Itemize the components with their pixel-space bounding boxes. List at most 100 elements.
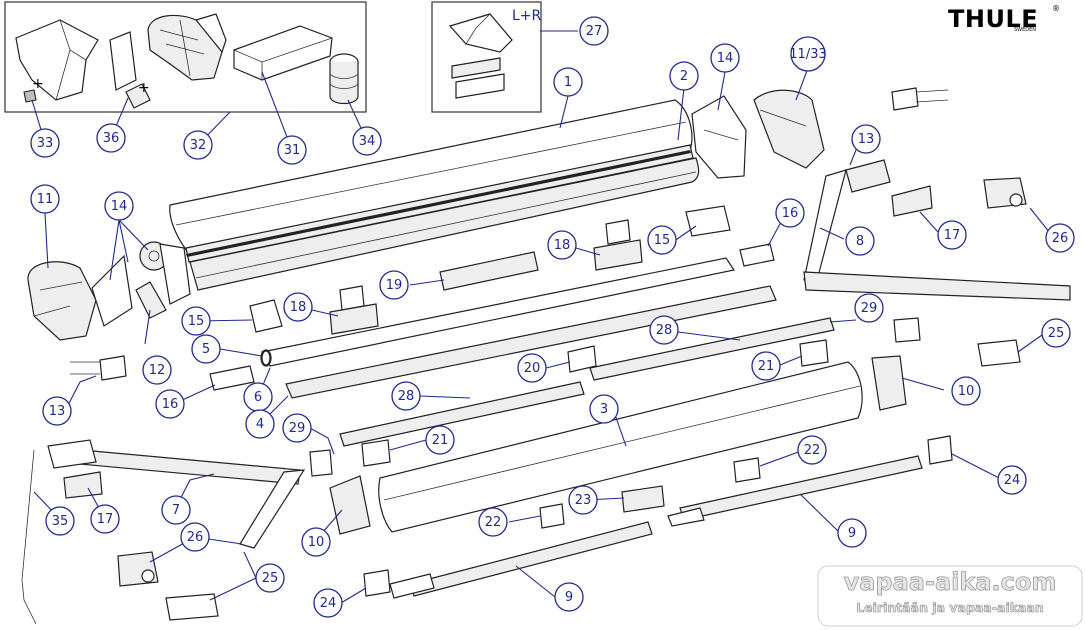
callout-c28b: 28 <box>391 381 421 411</box>
bracket-18-left <box>329 285 379 335</box>
callout-circle <box>1045 223 1075 253</box>
callout-circle <box>589 394 619 424</box>
callout-c5: 5 <box>191 334 221 364</box>
callout-number: 22 <box>485 515 502 530</box>
callout-circle <box>180 522 210 552</box>
callout-circle <box>155 389 185 419</box>
callout-number: 16 <box>162 397 179 412</box>
callout-number: 33 <box>37 136 54 151</box>
ring-5 <box>261 350 271 366</box>
callout-c16b: 16 <box>155 389 185 419</box>
arm-8 <box>803 159 1071 301</box>
callout-c20: 20 <box>517 353 547 383</box>
callout-c17a: 17 <box>937 220 967 250</box>
callout-number: 12 <box>149 363 166 378</box>
watermark: vapaa-aika.com Leirintään ja vapaa-aikaa… <box>817 565 1083 627</box>
callout-circle <box>669 61 699 91</box>
end-29-right <box>893 317 921 343</box>
svg-text:+: + <box>138 80 150 96</box>
end-hood-11 <box>27 261 97 341</box>
callout-number: 4 <box>256 417 264 432</box>
callout-circle <box>301 527 331 557</box>
callout-c32: 32 <box>183 130 213 160</box>
callout-circle <box>45 506 75 536</box>
svg-text:+: + <box>32 76 44 92</box>
arm-7 <box>47 439 306 549</box>
callout-number: 14 <box>111 199 128 214</box>
callout-circle <box>42 396 72 426</box>
control-box-31 <box>233 25 333 81</box>
callout-circle <box>191 334 221 364</box>
callout-number: 18 <box>290 300 307 315</box>
callout-number: 31 <box>284 143 301 158</box>
callout-c9b: 9 <box>554 582 584 612</box>
callout-circle <box>851 124 881 154</box>
end-hood-11-33 <box>753 89 825 169</box>
lower-rail-9-right <box>667 455 923 527</box>
callout-circle <box>30 184 60 214</box>
callout-circle <box>547 230 577 260</box>
callout-circle <box>649 315 679 345</box>
callout-number: 3 <box>600 402 608 417</box>
clip-17-right <box>891 185 933 217</box>
end-cap-10-right <box>871 355 907 411</box>
callout-circle <box>181 306 211 336</box>
front-rail-28-left <box>339 381 585 447</box>
callout-c22a: 22 <box>797 435 827 465</box>
callout-c25a: 25 <box>1041 318 1071 348</box>
callout-number: 21 <box>432 433 449 448</box>
callout-c15a: 15 <box>647 225 677 255</box>
callout-c19: 19 <box>379 270 409 300</box>
callout-number: 2 <box>680 69 688 84</box>
callout-c25b: 25 <box>255 563 285 593</box>
callout-number: 6 <box>254 390 262 405</box>
callout-number: 18 <box>554 238 571 253</box>
brand-tagline: SWEDEN <box>1014 27 1036 33</box>
callout-circle <box>845 226 875 256</box>
callout-c9a: 9 <box>837 518 867 548</box>
callout-number: 17 <box>97 512 114 527</box>
brand-logo: THULE ® SWEDEN <box>948 4 1060 33</box>
cap-16-right <box>739 243 775 267</box>
callout-c21b: 21 <box>425 425 455 455</box>
callout-circle <box>478 507 508 537</box>
callout-circle <box>568 485 598 515</box>
clip-22-right <box>733 457 761 483</box>
callout-c10a: 10 <box>951 376 981 406</box>
callout-c29a: 29 <box>854 293 884 323</box>
wall-bracket-25-left <box>165 593 219 621</box>
profile-base <box>189 157 700 291</box>
callout-number: 27 <box>586 24 603 39</box>
callout-c17b: 17 <box>90 504 120 534</box>
callout-number: 28 <box>398 389 415 404</box>
callout-c10b: 10 <box>301 527 331 557</box>
callout-circle <box>30 128 60 158</box>
callout-number: 24 <box>1004 473 1021 488</box>
brand-name: THULE <box>948 5 1038 33</box>
bracket-18-right <box>593 219 643 271</box>
callout-c14a: 14 <box>710 43 740 73</box>
end-bracket-14-right <box>691 95 747 179</box>
callout-circle <box>751 351 781 381</box>
callout-circle <box>277 135 307 165</box>
callout-circle <box>517 353 547 383</box>
callout-c24a: 24 <box>997 465 1027 495</box>
callout-c26b: 26 <box>180 522 210 552</box>
callout-number: 19 <box>386 278 403 293</box>
callout-c33: 33 <box>30 128 60 158</box>
callout-number: 22 <box>804 443 821 458</box>
callout-number: 36 <box>103 131 120 146</box>
connector-13-right <box>891 87 949 111</box>
callout-circle <box>313 588 343 618</box>
rod-35 <box>21 449 37 625</box>
callout-number: 9 <box>848 526 856 541</box>
callout-circle <box>96 123 126 153</box>
end-29-left <box>309 449 333 477</box>
registered-mark: ® <box>1052 4 1060 13</box>
callout-c14b: 14 <box>104 191 134 221</box>
callout-circle <box>425 425 455 455</box>
clip-17-left <box>63 471 103 499</box>
callout-c21a: 21 <box>751 351 781 381</box>
callout-c16a: 16 <box>775 198 805 228</box>
